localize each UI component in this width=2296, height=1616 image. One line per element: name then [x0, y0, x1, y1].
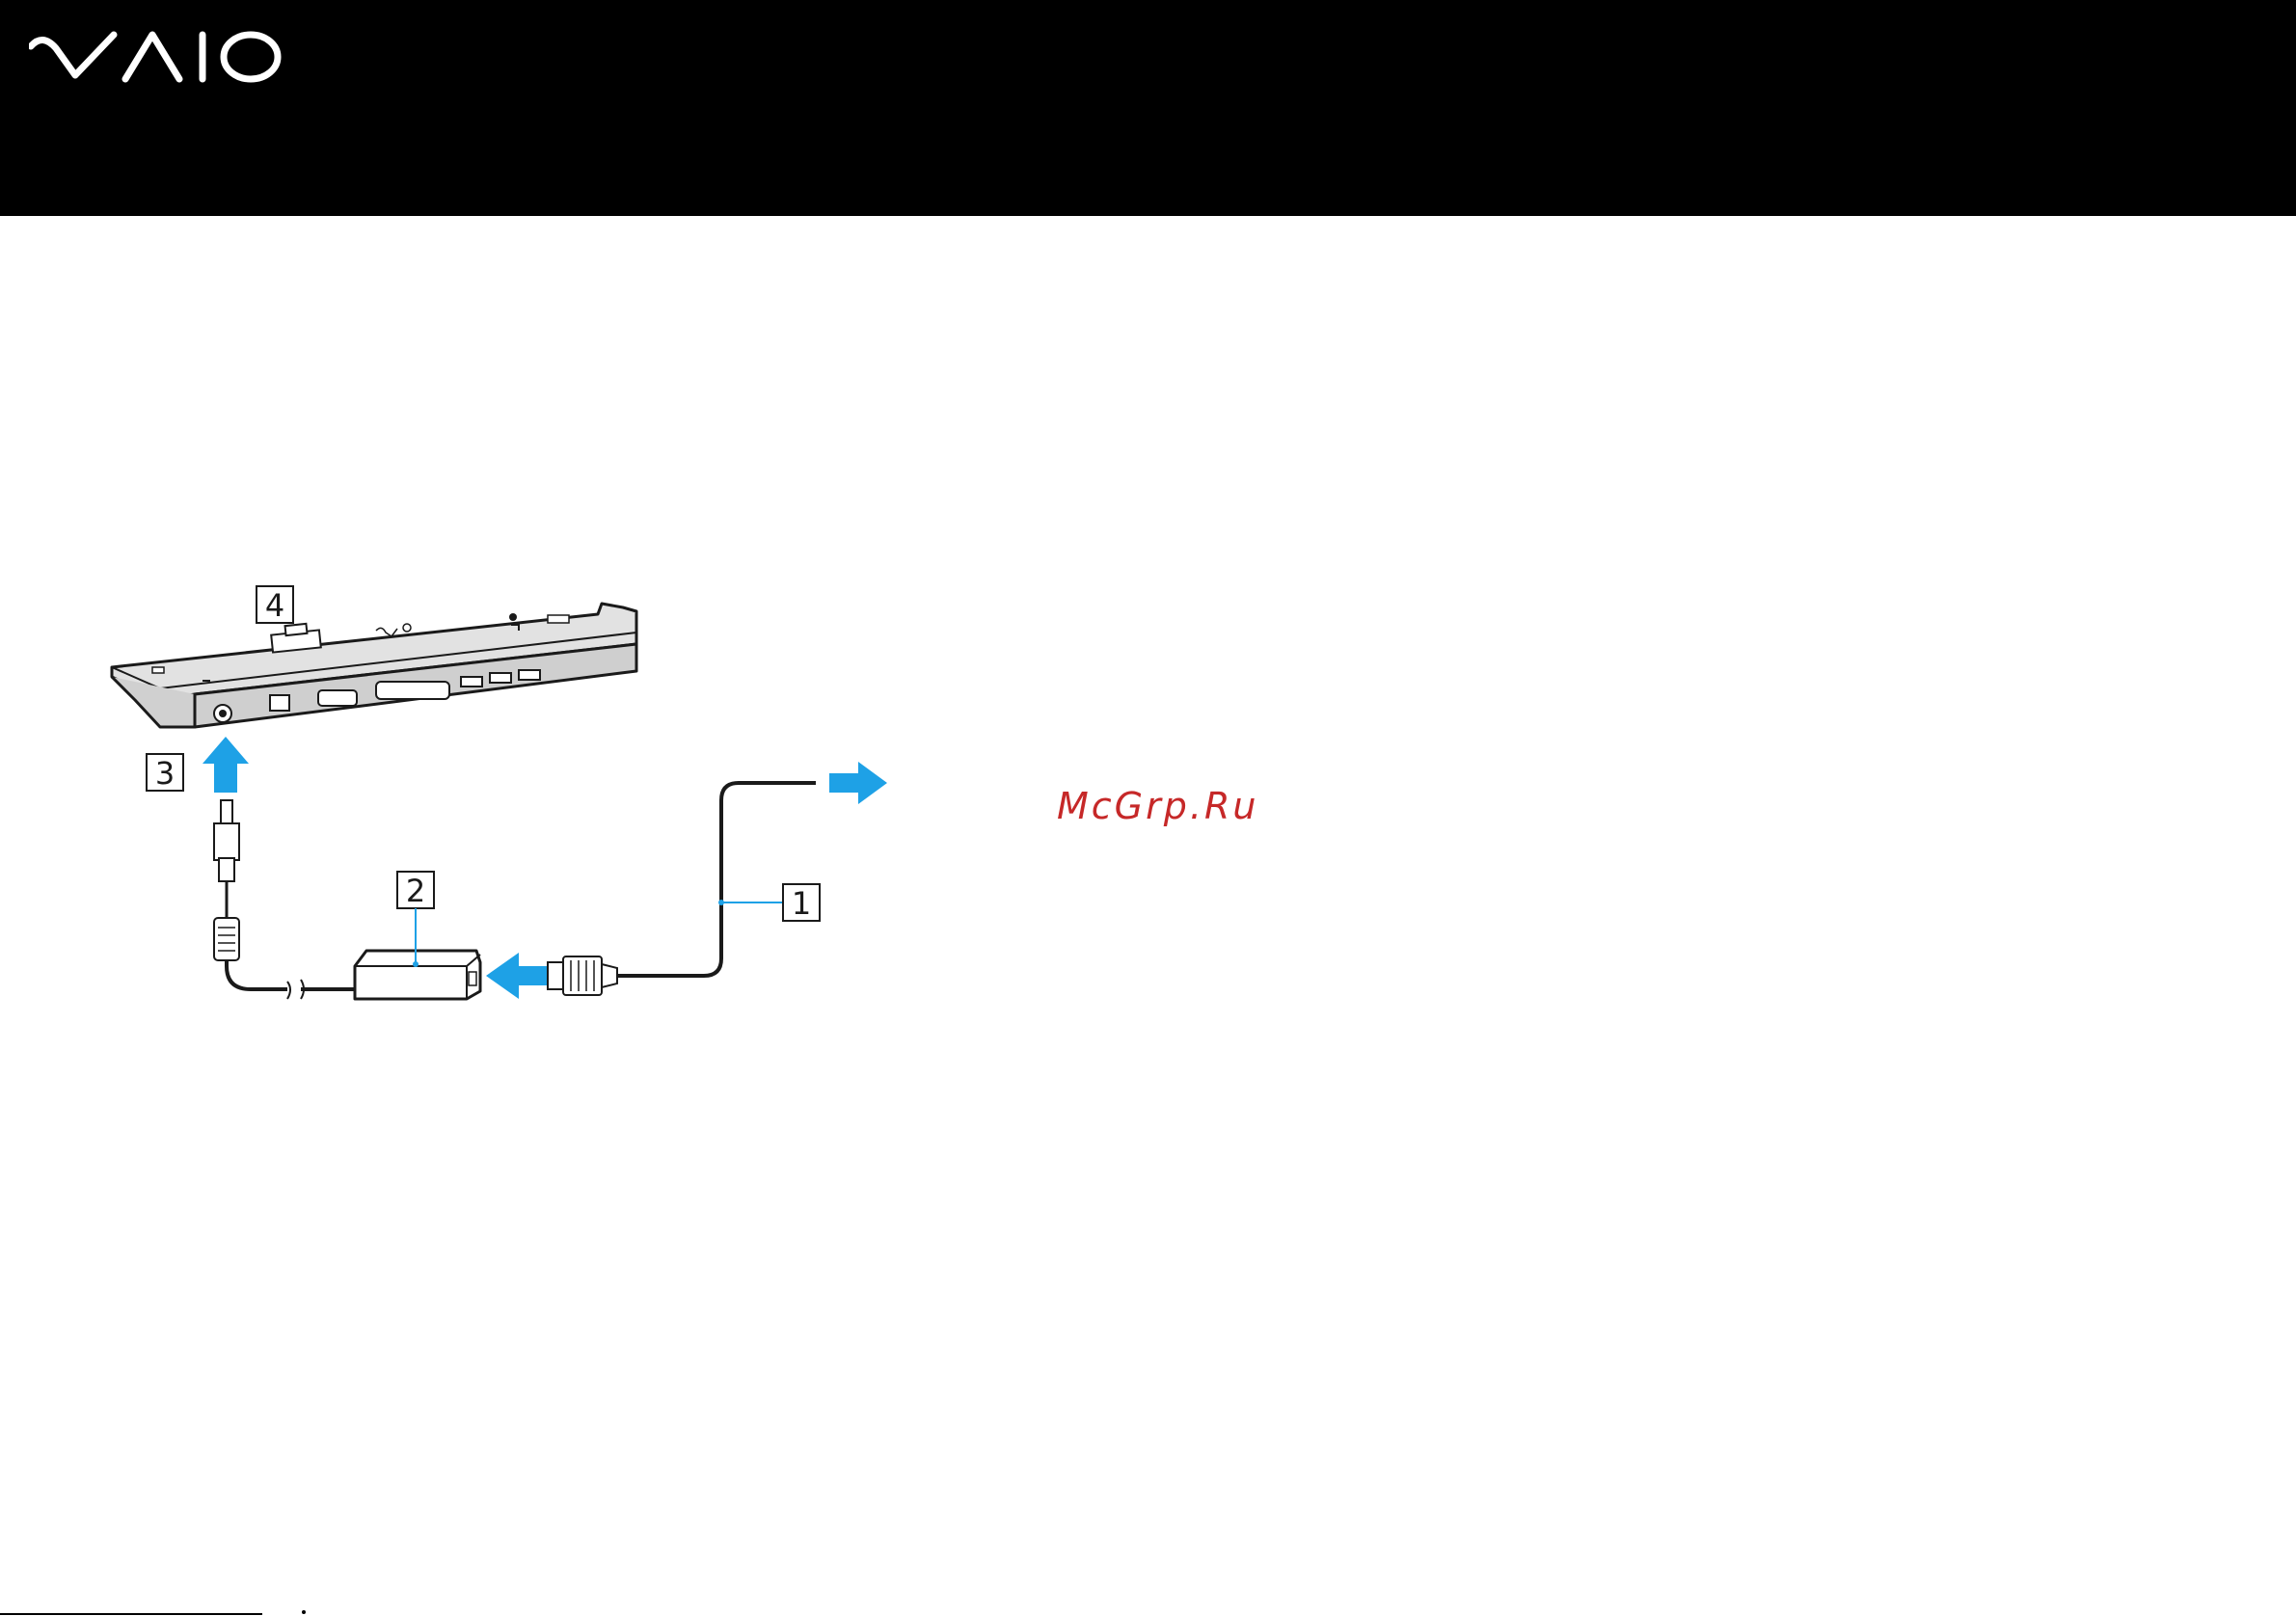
callout-2-label: 2 [406, 873, 425, 909]
callout-3: 3 [147, 754, 183, 792]
arrow-up-icon [203, 737, 249, 793]
footer-rule [0, 1613, 262, 1615]
vaio-logo-icon [29, 29, 289, 87]
header-bar [0, 0, 2296, 216]
arrow-left-icon [486, 953, 552, 999]
power-cord [617, 783, 816, 976]
diagram-svg: 4 3 [96, 569, 926, 1032]
callout-1-label: 1 [792, 885, 811, 922]
callout-3-label: 3 [155, 755, 175, 792]
dc-cable [227, 960, 355, 989]
vaio-logo [29, 29, 289, 87]
docking-station [112, 604, 636, 727]
watermark-text: McGrp.Ru [1057, 785, 1258, 827]
arrow-right-icon [829, 762, 887, 804]
dc-plug [214, 800, 239, 960]
power-cord-plug [548, 956, 617, 995]
callout-1: 1 [718, 884, 820, 922]
docking-station-connection-diagram: 4 3 [96, 569, 926, 1032]
callout-4: 4 [257, 586, 293, 624]
ac-adapter [355, 951, 480, 999]
callout-4-label: 4 [265, 587, 284, 624]
footer-mark [302, 1610, 306, 1614]
